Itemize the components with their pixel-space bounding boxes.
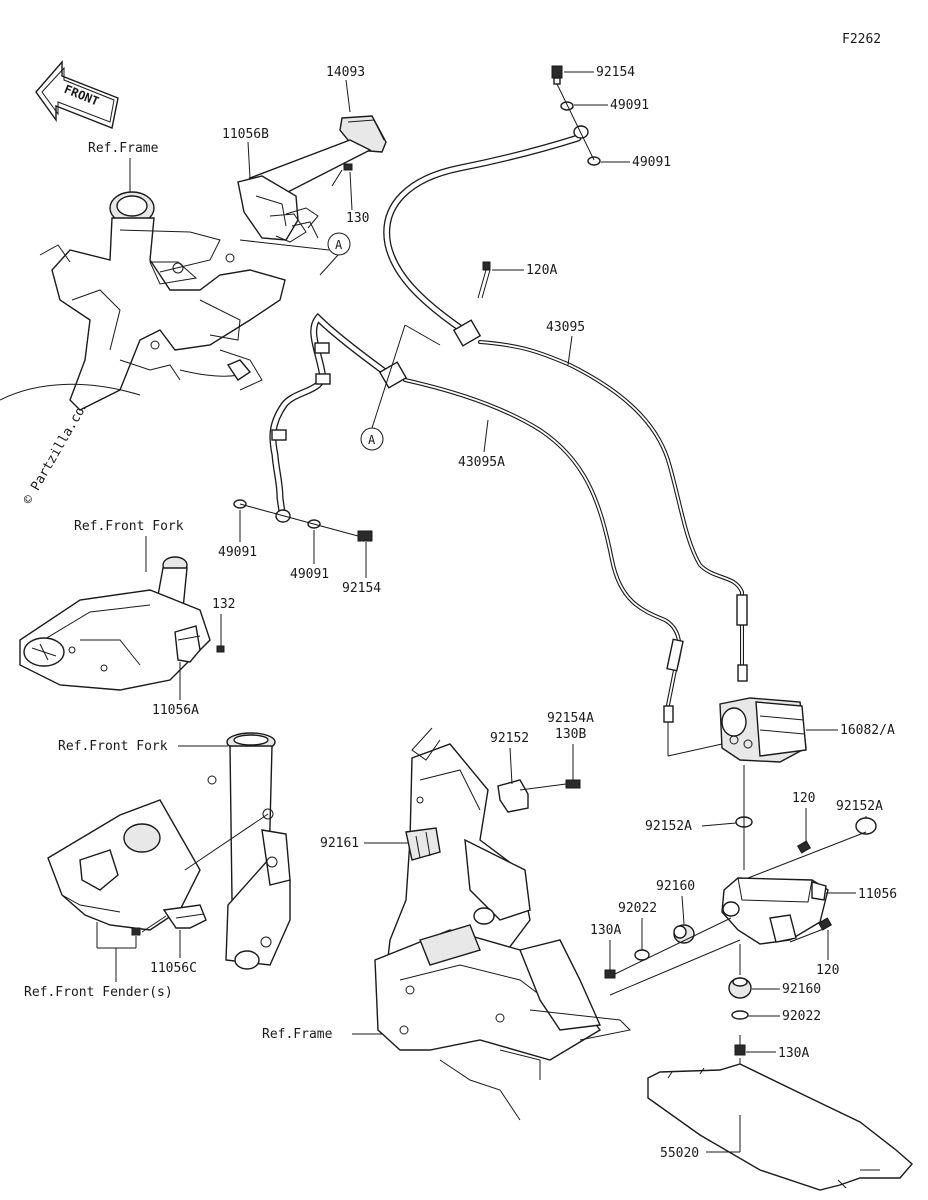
label-43095A: 43095A [458,455,505,470]
ref-front-fork-mid: Ref.Front Fork [58,739,168,754]
label-49091-top2: 49091 [632,155,671,170]
washer-49091-top2 [587,156,601,166]
frame-upper-illustration [0,191,286,411]
label-11056B: 11056B [222,127,269,142]
label-49091-bl1: 49091 [218,545,257,560]
bolt-130a-bot [734,1035,746,1056]
ref-front-fork-top: Ref.Front Fork [74,519,184,534]
bolt-92154a [519,779,581,791]
bolt-120a [477,261,491,299]
label-92022-bot: 92022 [782,1009,821,1024]
label-120A: 120A [526,263,557,278]
label-120-bot: 120 [816,963,839,978]
label-92152A-left: 92152A [645,819,692,834]
label-92161: 92161 [320,836,359,851]
brake-hose-lower [269,312,389,516]
joint-block-lower [378,361,408,389]
brake-hose-upper [383,134,582,332]
front-fork-upper-illustration [19,556,211,691]
label-130-top: 130 [346,211,369,226]
label-14093: 14093 [326,65,365,80]
callout-a-upper-letter: A [335,238,343,252]
label-92154A: 92154A [547,711,594,726]
label-55020: 55020 [660,1146,699,1161]
label-92152A-right: 92152A [836,799,883,814]
watermark-text: © Partzilla.com [20,398,92,507]
bracket-11056c [162,904,207,929]
brake-pipe-43095a [403,378,684,723]
joint-block-upper [452,319,482,347]
grommet-92161 [405,827,441,861]
bolt-130a-left [604,969,616,979]
ref-frame-bot: Ref.Frame [262,1027,333,1042]
bracket-92152 [497,779,529,813]
label-49091-bl2: 49091 [290,567,329,582]
bracket-11056 [721,877,829,945]
frame-lower-illustration [374,727,632,1121]
ref-frame-top: Ref.Frame [88,141,159,156]
label-92154-bot: 92154 [342,581,381,596]
label-130B: 130B [555,727,586,742]
bracket-11056a [174,625,201,663]
banjo-bolt-92154-bot [357,530,373,542]
callout-a-lower-letter: A [368,433,376,447]
plate-55020 [647,1063,913,1191]
bolt-132 [216,645,225,653]
brake-pipe-43095 [478,340,748,682]
banjo-bolt-92154-top [551,65,563,85]
grommet-92152a-right [855,817,877,835]
label-92154-top: 92154 [596,65,635,80]
washer-92022-bot [731,1010,749,1020]
label-16082A: 16082/A [840,723,895,738]
label-92022-top: 92022 [618,901,657,916]
label-11056C: 11056C [150,961,197,976]
fender-illustration [47,799,201,931]
bolt-120-top [796,840,812,854]
washer-49091-top1 [560,101,574,111]
label-11056: 11056 [858,887,897,902]
label-120-top: 120 [792,791,815,806]
abs-unit-16082a [719,697,807,763]
label-130A-bot: 130A [778,1046,809,1061]
callout-a-upper [327,232,351,256]
label-49091-top1: 49091 [610,98,649,113]
label-92160-top: 92160 [656,879,695,894]
cover-14093 [237,115,387,243]
leader-abs-left2 [667,743,723,757]
banjo-fitting-top [573,125,589,139]
ref-front-fender: Ref.Front Fender(s) [24,985,173,1000]
bolt-130-top [331,163,353,187]
front-arrow-icon: FRONT [35,60,119,129]
bolt-fender [131,927,141,936]
front-fork-leg-illustration [207,732,291,970]
label-92160-bot: 92160 [782,982,821,997]
bolt-120-bot [817,917,833,931]
damper-92160-bot [728,977,752,999]
figure-code: F2262 [842,32,881,47]
label-43095: 43095 [546,320,585,335]
label-92152: 92152 [490,731,529,746]
label-130A-left: 130A [590,923,621,938]
label-11056A: 11056A [152,703,199,718]
label-132: 132 [212,597,235,612]
